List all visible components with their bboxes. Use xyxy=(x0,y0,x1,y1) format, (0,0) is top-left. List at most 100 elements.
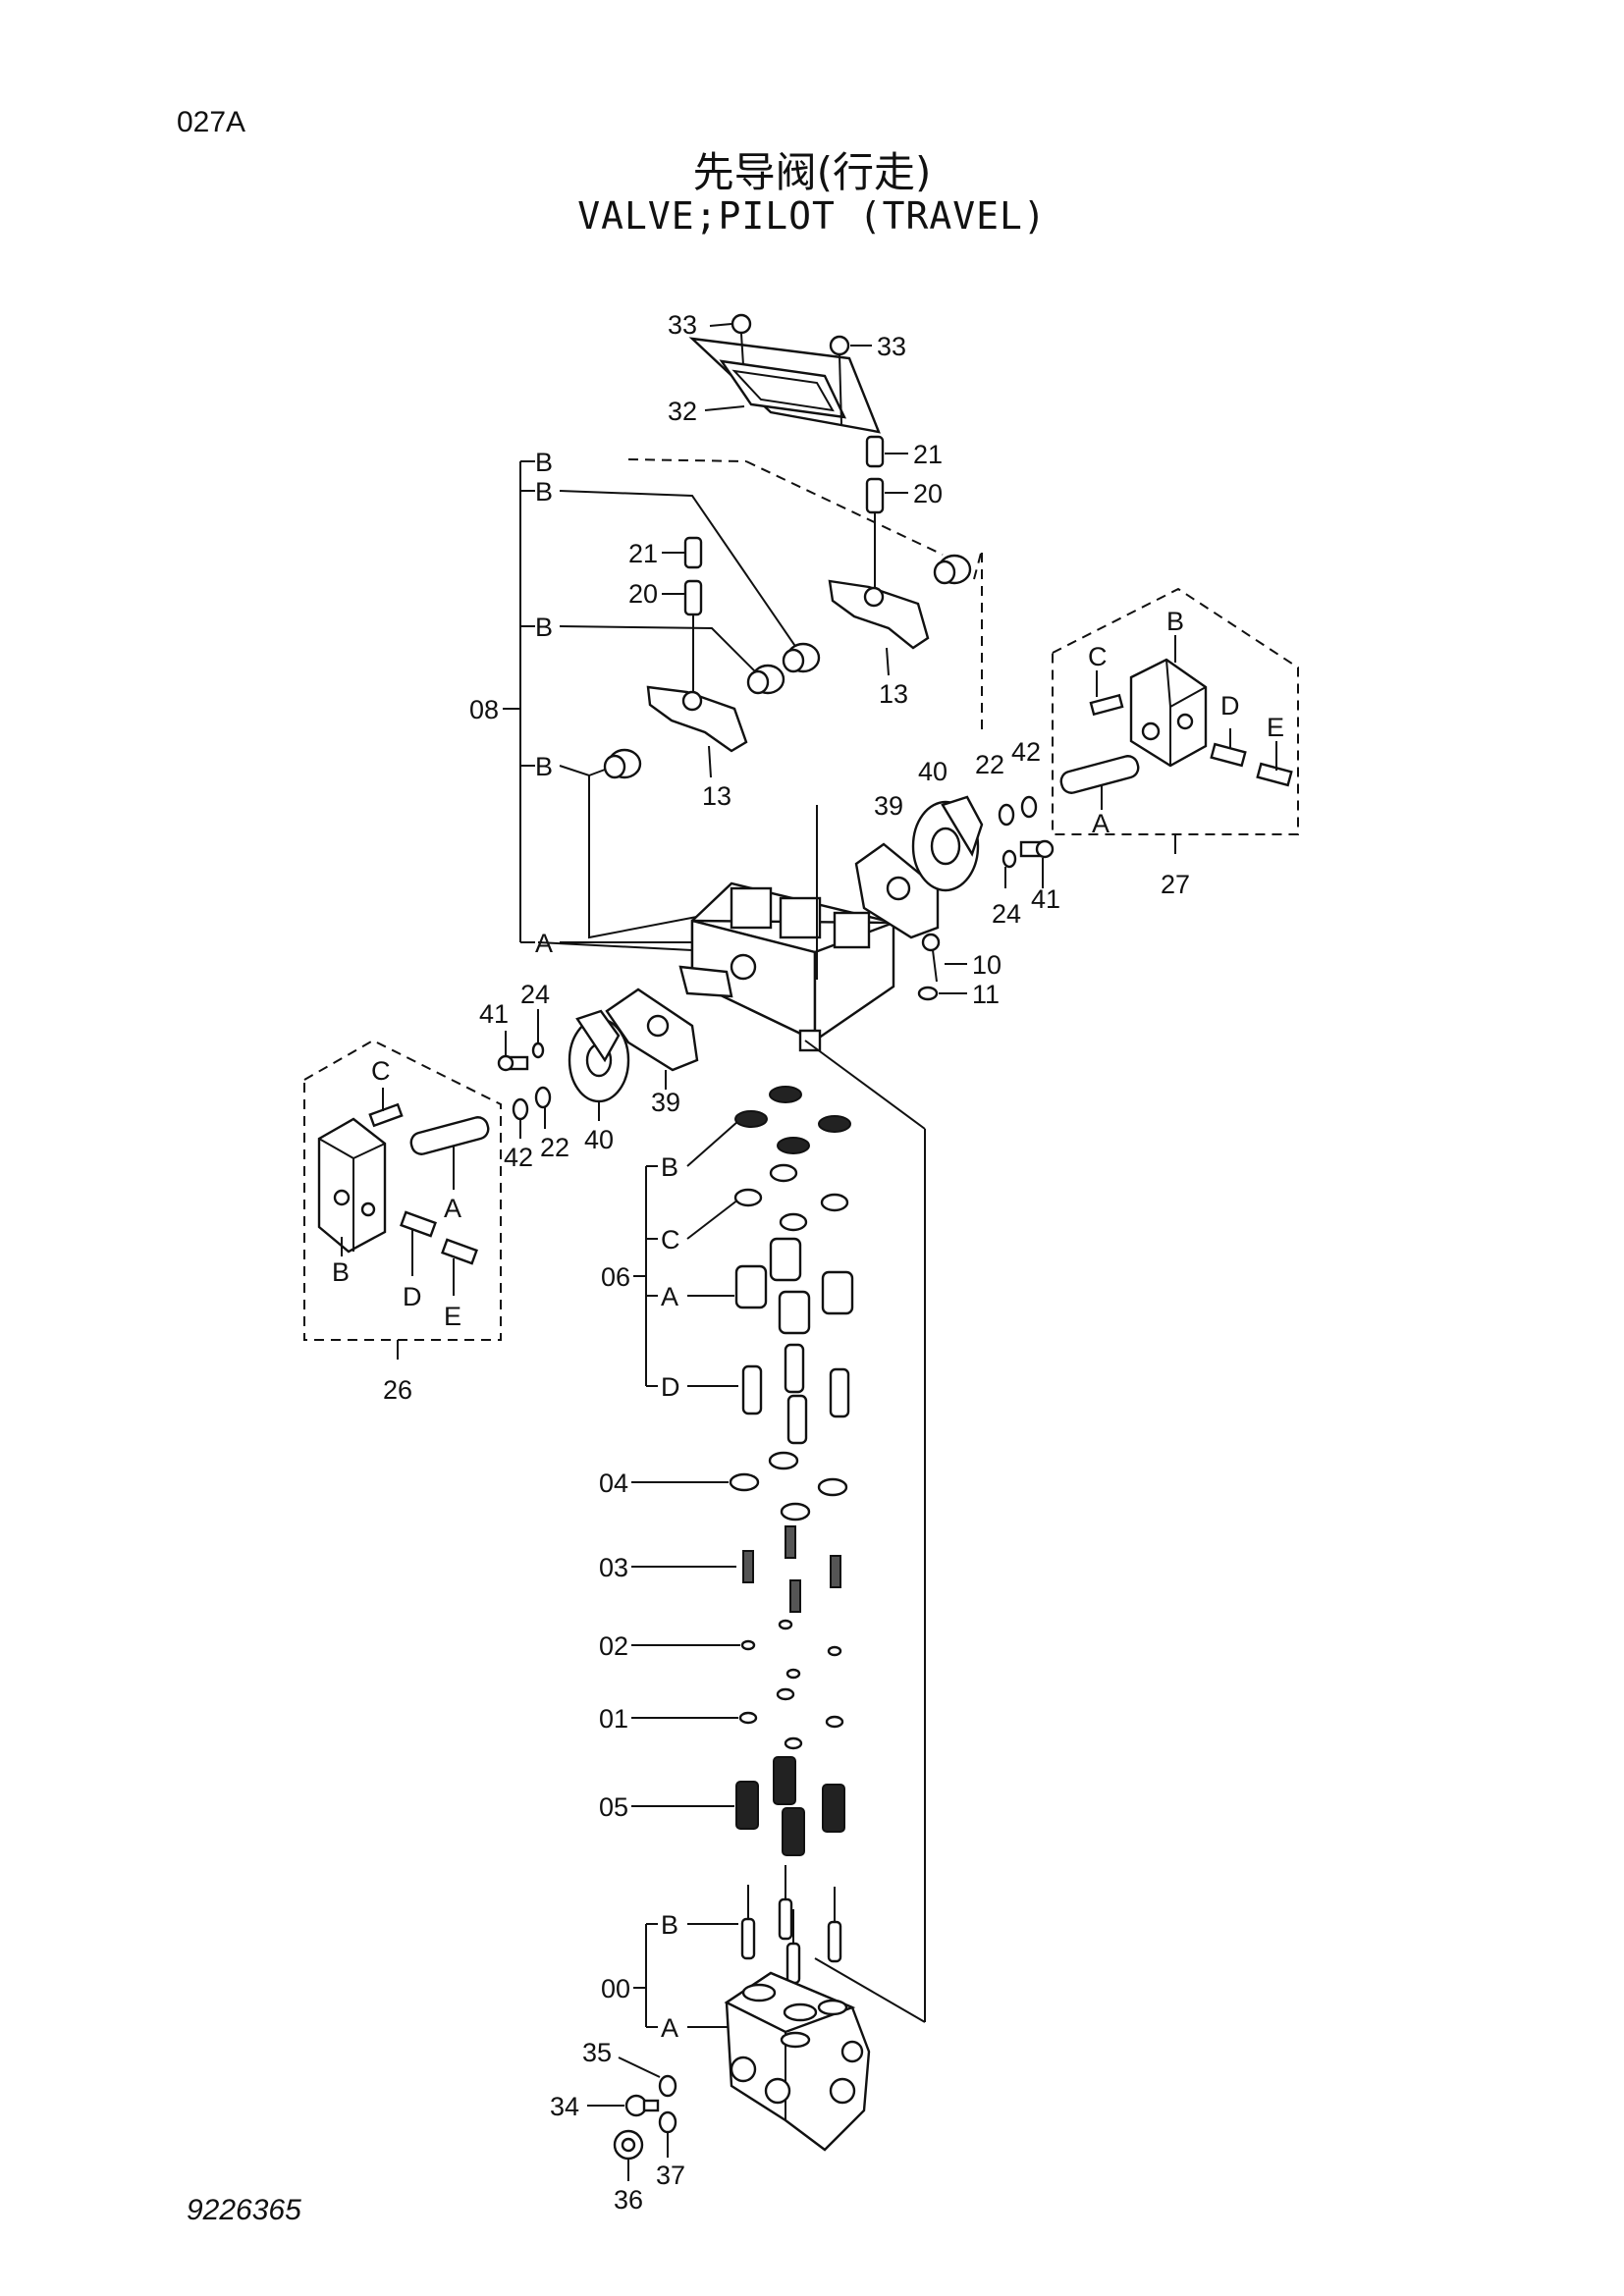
callout-a-body: A xyxy=(535,929,553,958)
callout-06: 06 xyxy=(601,1262,630,1292)
callout-35: 35 xyxy=(582,2038,612,2067)
callout-33-right: 33 xyxy=(877,332,906,361)
plug-36 xyxy=(613,2129,644,2161)
gasket-39-left xyxy=(605,988,699,1072)
callout-27: 27 xyxy=(1161,870,1190,899)
callout-13-right: 13 xyxy=(879,679,908,709)
pin-20-right xyxy=(865,477,885,514)
cover-40-left xyxy=(568,1009,630,1103)
callout-26-b: B xyxy=(332,1257,350,1287)
callout-32: 32 xyxy=(668,397,697,426)
gasket-39-right xyxy=(854,842,940,939)
callout-00-a: A xyxy=(661,2013,678,2043)
casing-a xyxy=(724,1971,871,2152)
cam-13-left xyxy=(646,685,748,753)
cam-13-right xyxy=(828,579,930,650)
callout-41-left: 41 xyxy=(479,999,509,1029)
callout-13-left: 13 xyxy=(702,781,731,811)
callout-26-c: C xyxy=(371,1056,391,1086)
callout-39-left: 39 xyxy=(651,1088,680,1117)
callout-20-right: 20 xyxy=(913,479,943,508)
oring-22-right xyxy=(998,803,1015,827)
bolt-10 xyxy=(921,933,941,983)
screw-33-left xyxy=(731,313,752,366)
callout-26-a: A xyxy=(444,1194,461,1223)
callout-06-c: C xyxy=(661,1225,680,1255)
callout-22-left: 22 xyxy=(540,1133,569,1162)
pusher-d xyxy=(741,1343,850,1445)
pin-21-right xyxy=(865,435,885,468)
callout-21-right: 21 xyxy=(913,440,943,469)
oring-37 xyxy=(658,2110,677,2134)
callout-01: 01 xyxy=(599,1704,628,1734)
callout-06-d: D xyxy=(661,1372,680,1402)
callout-11: 11 xyxy=(972,980,1000,1009)
callout-b-3: B xyxy=(535,613,553,642)
callout-05: 05 xyxy=(599,1792,628,1822)
spring-05 xyxy=(735,1756,845,1856)
sheet-code: 027A xyxy=(177,106,246,138)
bracket-06 xyxy=(633,1165,658,1387)
callout-06-b: B xyxy=(661,1152,678,1182)
drawing-number: 9226365 xyxy=(187,2194,301,2226)
callout-10: 10 xyxy=(972,950,1001,980)
callout-24-right: 24 xyxy=(992,899,1021,929)
callout-06-a: A xyxy=(661,1282,678,1311)
callout-22-right: 22 xyxy=(975,750,1004,779)
sleeve-b-1 xyxy=(933,554,972,585)
washer-24-right xyxy=(1001,849,1017,869)
plug-34 xyxy=(624,2094,660,2117)
bracket-00 xyxy=(633,1923,658,2028)
callout-42-left: 42 xyxy=(504,1143,533,1172)
sleeve-b-3 xyxy=(746,664,785,695)
callout-27-a: A xyxy=(1092,809,1110,838)
callout-27-d: D xyxy=(1220,691,1240,721)
callout-34: 34 xyxy=(550,2092,579,2121)
callout-21-left: 21 xyxy=(628,539,658,568)
oring-22-left xyxy=(534,1086,552,1109)
callout-41-right: 41 xyxy=(1031,884,1060,914)
washer-11 xyxy=(917,986,939,1001)
washer-04 xyxy=(729,1451,848,1522)
callout-02: 02 xyxy=(599,1631,628,1661)
callout-20-left: 20 xyxy=(628,579,658,609)
sleeve-b-2 xyxy=(782,642,821,673)
callout-00-b: B xyxy=(661,1910,678,1940)
callout-40-right: 40 xyxy=(918,757,947,786)
callout-26: 26 xyxy=(383,1375,412,1405)
screw-33-right xyxy=(829,335,850,425)
callout-b-1: B xyxy=(535,448,553,477)
cover-40-right xyxy=(911,795,984,892)
callout-24-left: 24 xyxy=(520,980,550,1009)
callout-42-right: 42 xyxy=(1011,737,1041,767)
oring-42-left xyxy=(512,1097,529,1121)
pin-20-left xyxy=(683,579,703,616)
callout-b-4: B xyxy=(535,752,553,781)
callout-27-c: C xyxy=(1088,642,1108,671)
callout-04: 04 xyxy=(599,1468,628,1498)
spool-b xyxy=(740,1865,842,1985)
plug-a xyxy=(734,1237,854,1335)
bracket-08 xyxy=(503,460,535,943)
ring-c xyxy=(733,1163,849,1232)
screw-41-right xyxy=(1019,839,1055,859)
callout-26-d: D xyxy=(403,1282,422,1311)
callout-labels: 33 33 32 21 20 B B 21 20 B 08 13 B 13 A … xyxy=(332,310,1284,2215)
callout-33-left: 33 xyxy=(668,310,697,340)
callout-37: 37 xyxy=(656,2161,685,2190)
callout-27-b: B xyxy=(1166,607,1184,636)
oring-35 xyxy=(658,2074,677,2098)
title-chinese: 先导阀(行走) xyxy=(692,148,932,196)
assembly-26-box xyxy=(303,1039,502,1360)
screw-41-left xyxy=(497,1054,529,1072)
sleeve-b-4 xyxy=(603,748,642,779)
washer-01 xyxy=(738,1687,844,1750)
assembly-27-box xyxy=(1052,587,1299,854)
spring-03 xyxy=(742,1525,841,1613)
callout-27-e: E xyxy=(1267,713,1284,742)
callout-39-right: 39 xyxy=(874,791,903,821)
callout-26-e: E xyxy=(444,1302,461,1331)
callout-36: 36 xyxy=(614,2185,643,2215)
